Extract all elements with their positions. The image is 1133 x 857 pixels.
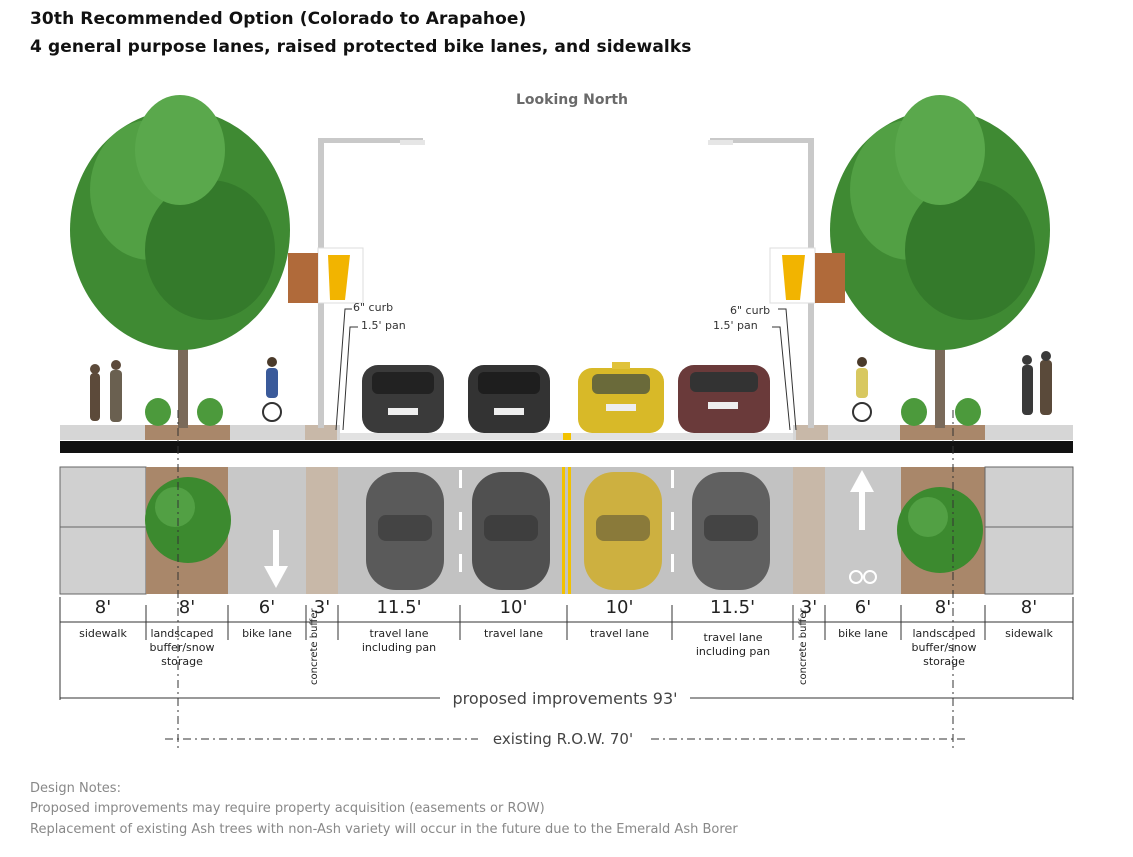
car-rear-2 [468, 365, 550, 433]
segment-label: travel lane [590, 627, 649, 640]
segment-width: 11.5' [709, 597, 756, 618]
dimension-line [59, 597, 1074, 700]
segment-width: 8' [94, 597, 112, 618]
pedestrians-left [90, 360, 122, 422]
segment-label: landscaped buffer/snow storage [911, 627, 977, 668]
segment-label: travel lane including pan [361, 627, 437, 654]
elevation-planter-left [145, 425, 230, 440]
plan-buffer-left [306, 467, 338, 594]
design-notes-heading: Design Notes: [30, 781, 121, 796]
design-note: Proposed improvements may require proper… [30, 801, 545, 816]
street-light-left [288, 138, 425, 428]
proposed-improvements-label: proposed improvements 93' [440, 689, 690, 708]
right-pan-label: 1.5' pan [713, 319, 758, 332]
elevation-center-line [563, 433, 571, 440]
plan-center-line [562, 467, 565, 594]
street-light-right [708, 138, 845, 428]
cyclist-left-elevation [262, 357, 282, 422]
segment-width: 6' [258, 597, 276, 618]
segment-label: sidewalk [1005, 627, 1053, 640]
asphalt-band [60, 441, 1073, 453]
segment-label-vertical: concrete buffer [309, 608, 320, 685]
segment-width: 3' [313, 597, 331, 618]
segment-width: 11.5' [376, 597, 422, 618]
plan-buffer-right [793, 467, 825, 594]
segment-label-vertical: concrete buffer [798, 608, 809, 685]
segment-label: bike lane [242, 627, 292, 640]
segment-label: bike lane [838, 627, 888, 640]
elevation-buffer-left [305, 425, 337, 440]
bike-arrow-down-icon [264, 530, 288, 588]
design-note: Replacement of existing Ash trees with n… [30, 822, 738, 837]
bike-symbol-right-icon [849, 570, 877, 584]
diagram-title: 30th Recommended Option (Colorado to Ara… [30, 9, 527, 29]
segment-label: sidewalk [79, 627, 127, 640]
curb-leader-left [335, 308, 358, 431]
right-curb-label: 6" curb [730, 304, 771, 317]
taxi-rear [578, 362, 664, 433]
plan-bike-lane-left [228, 467, 306, 594]
segment-width: 8' [178, 597, 196, 618]
car-rear-3 [678, 365, 770, 433]
segment-width: 6' [854, 597, 872, 618]
existing-row-label: existing R.O.W. 70' [478, 730, 648, 748]
row-centerlines [177, 410, 954, 748]
elevation-planter-right [900, 425, 985, 440]
diagram-subtitle: 4 general purpose lanes, raised protecte… [30, 37, 692, 57]
tree-right-elevation [830, 95, 1050, 428]
plan-lane-dashes [459, 470, 674, 572]
bike-arrow-up-icon [850, 470, 874, 530]
plan-sidewalk-left [59, 466, 147, 595]
car-rear-1 [362, 365, 444, 433]
left-pan-label: 1.5' pan [361, 319, 406, 332]
cyclist-right-elevation [852, 357, 872, 422]
segment-width: 8' [1020, 597, 1038, 618]
plan-sidewalk-right [984, 466, 1074, 595]
segment-label: travel lane including pan [695, 631, 771, 658]
tree-left-elevation [70, 95, 290, 428]
pedestrians-right [1022, 351, 1052, 415]
orientation-label: Looking North [515, 92, 629, 108]
elevation-buffer-right [796, 425, 828, 440]
segment-label: travel lane [484, 627, 543, 640]
shrubs-right [901, 398, 981, 426]
segment-width: 3' [800, 597, 818, 618]
segment-label: landscaped buffer/snow storage [149, 627, 215, 668]
shrubs-left [145, 398, 223, 426]
curb-leader-right [772, 308, 797, 431]
plan-view [59, 466, 1074, 595]
segment-width: 10' [605, 597, 634, 618]
segment-width: 8' [934, 597, 952, 618]
segment-width: 10' [499, 597, 528, 618]
left-curb-label: 6" curb [353, 301, 394, 314]
